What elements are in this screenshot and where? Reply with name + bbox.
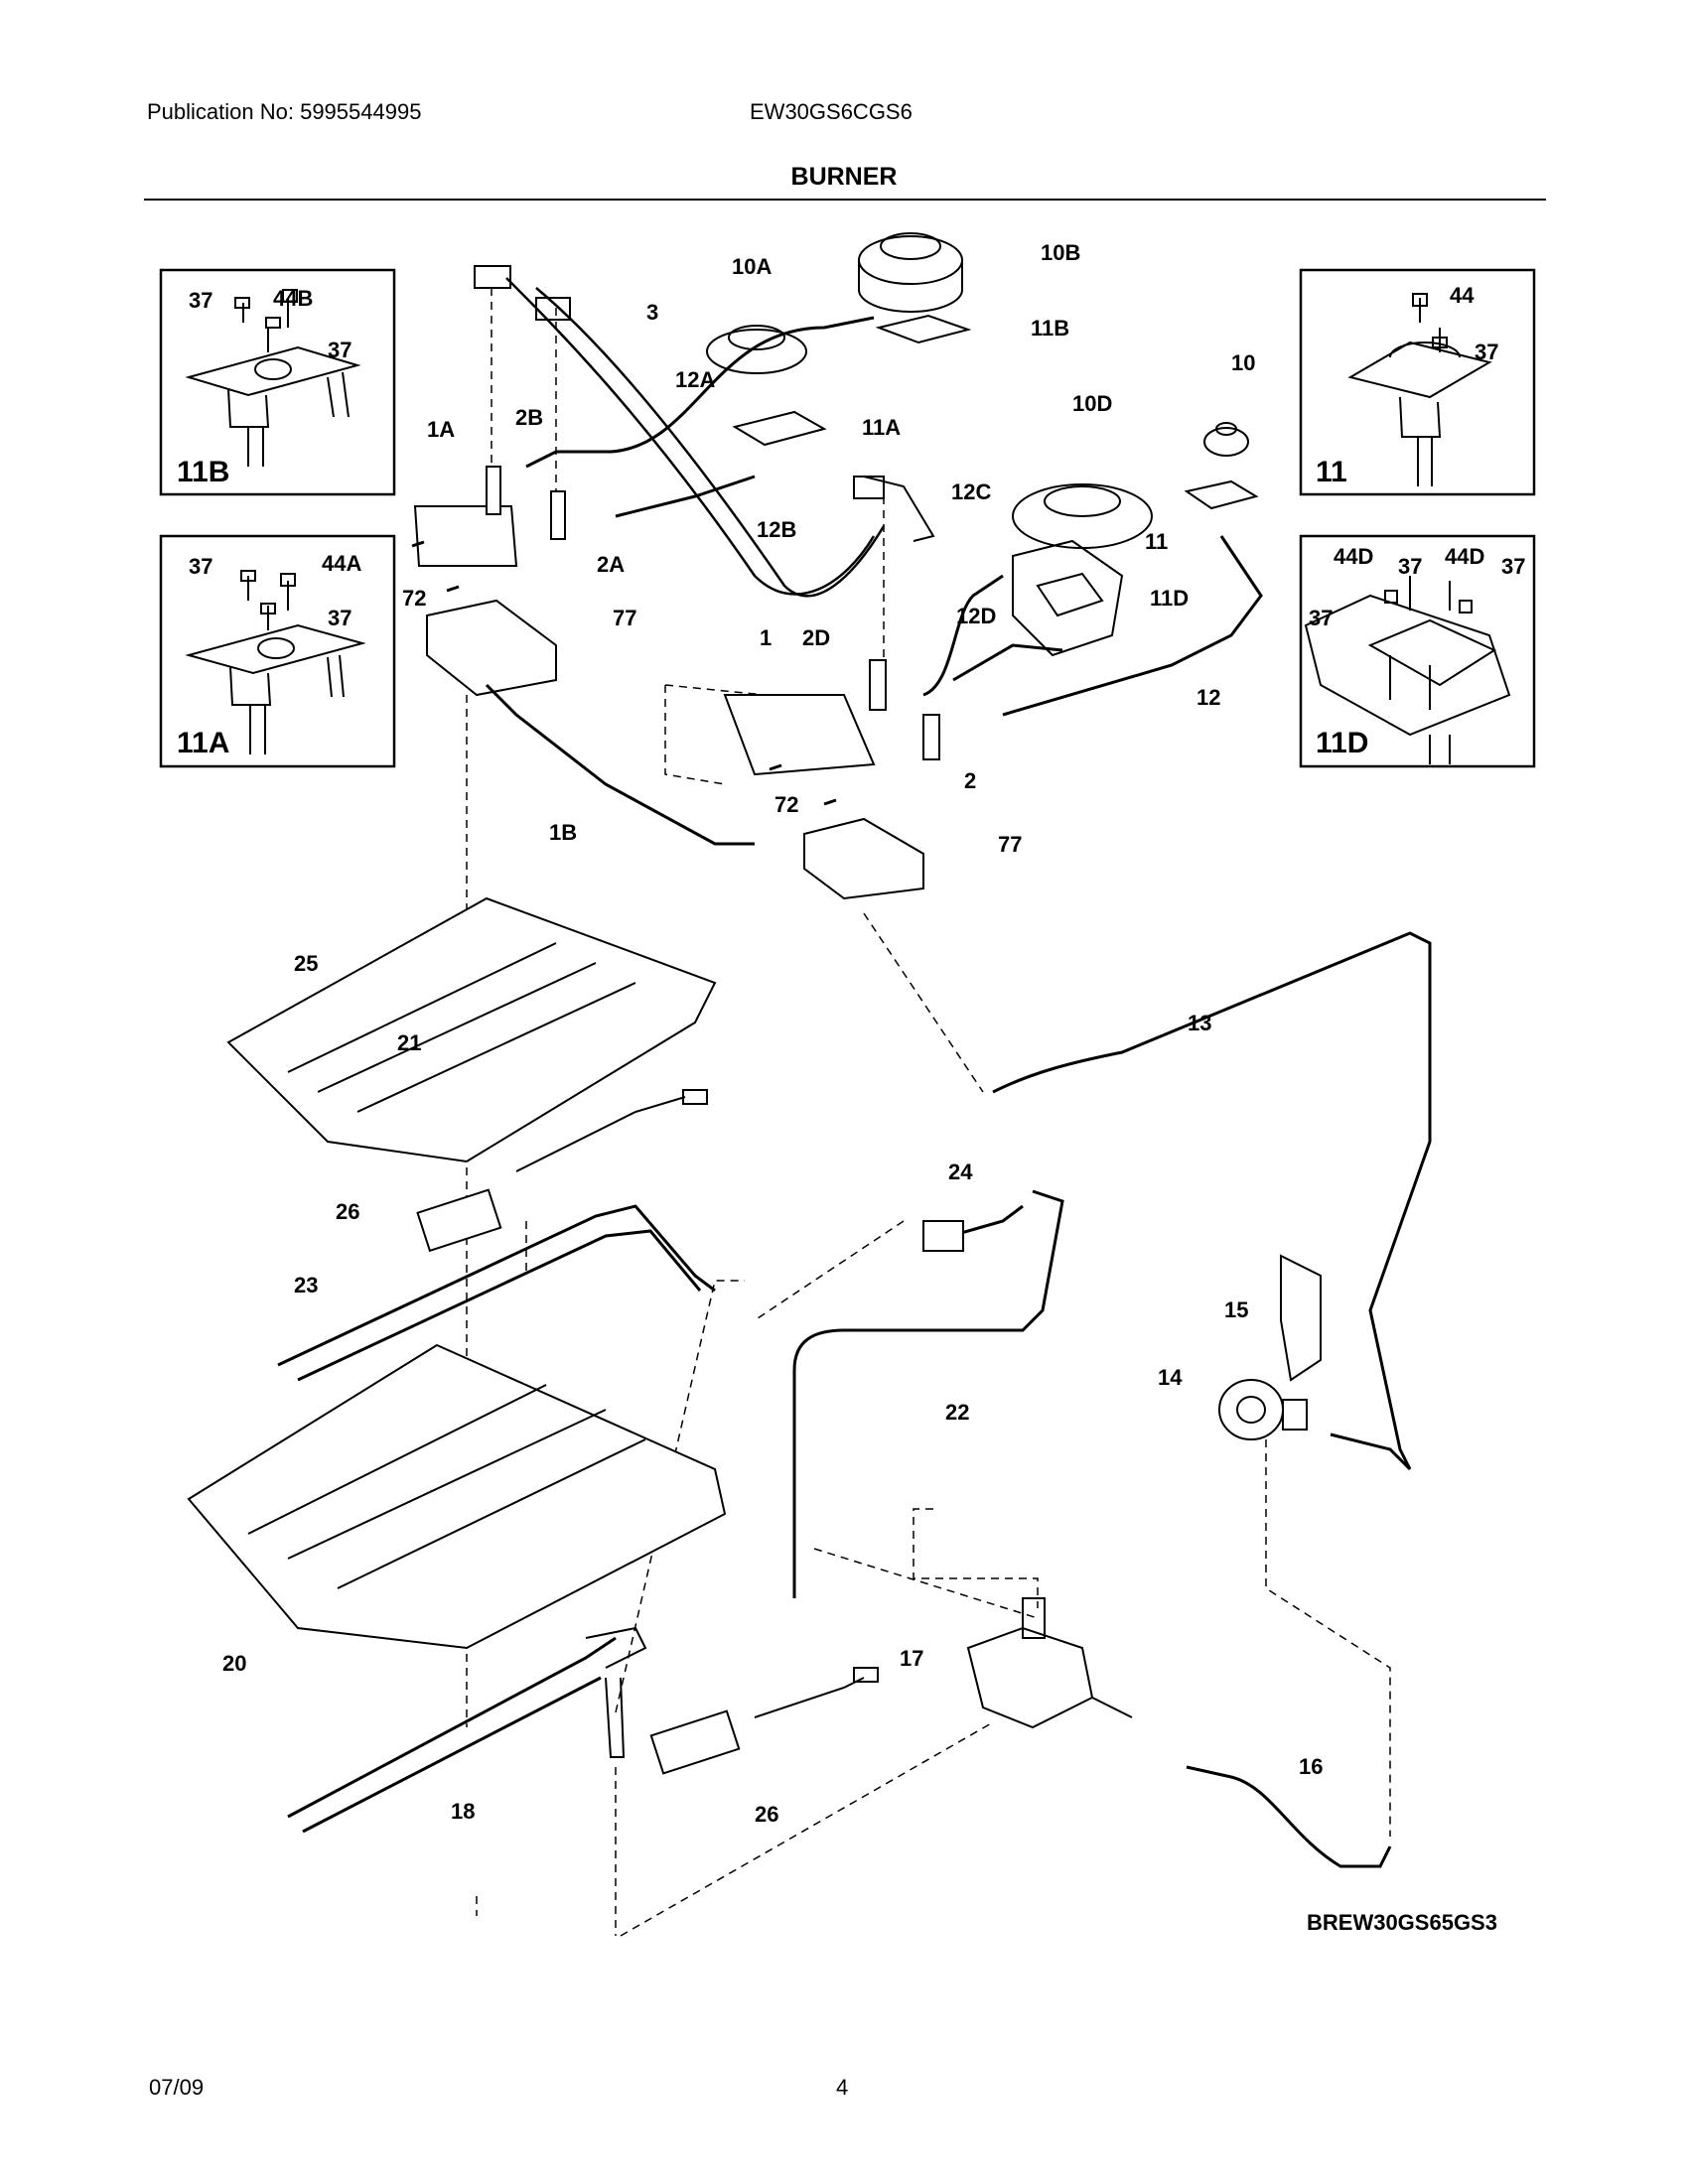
callout: 37 — [1501, 554, 1525, 579]
inset-label-11: 11 — [1316, 456, 1347, 488]
callout: 14 — [1158, 1365, 1183, 1390]
callout: 25 — [294, 951, 318, 976]
inset-11d: 11D — [1299, 534, 1536, 768]
inset-label-11b: 11B — [177, 456, 229, 488]
callout: 12B — [757, 517, 796, 542]
callout: 12C — [951, 479, 991, 504]
callout: 44 — [1450, 283, 1475, 308]
callout: 2A — [597, 552, 625, 577]
callout: 11D — [1150, 586, 1189, 611]
callout: 44D — [1445, 544, 1484, 569]
callout: 37 — [189, 554, 212, 579]
title-rule — [144, 199, 1546, 201]
callout: 37 — [1398, 554, 1422, 579]
callout: 22 — [945, 1400, 969, 1425]
inset-11b: 11B — [159, 268, 396, 496]
callout: 44A — [322, 551, 361, 576]
callout: 21 — [397, 1030, 421, 1055]
page-number: 4 — [836, 2075, 849, 2100]
inset-label-11a: 11A — [177, 727, 229, 759]
callout: 2 — [964, 768, 976, 793]
diagram-reference: BREW30GS65GS3 — [1307, 1910, 1497, 1935]
callout: 10A — [732, 254, 772, 279]
callout: 2D — [802, 625, 830, 650]
callout: 23 — [294, 1273, 318, 1297]
callout: 77 — [998, 832, 1022, 857]
footer-date: 07/09 — [149, 2075, 205, 2100]
callout: 37 — [1309, 606, 1333, 630]
callout: 26 — [336, 1199, 359, 1224]
callout: 13 — [1188, 1011, 1211, 1035]
model-number: EW30GS6CGS6 — [750, 99, 913, 124]
callout: 11 — [1145, 529, 1168, 554]
callout: 10D — [1072, 391, 1112, 416]
callout: 12 — [1196, 685, 1220, 710]
callout: 72 — [402, 586, 426, 611]
inset-11a: 11A — [159, 534, 396, 768]
callout: 11B — [1031, 316, 1069, 341]
callout: 44D — [1334, 544, 1373, 569]
callout: 10B — [1041, 240, 1080, 265]
callout: 37 — [328, 338, 352, 362]
page-title: BURNER — [790, 163, 898, 191]
callout: 1 — [760, 625, 772, 650]
callout: 2B — [515, 405, 543, 430]
callout: 17 — [900, 1646, 923, 1671]
callout: 37 — [189, 288, 212, 313]
callout: 15 — [1224, 1297, 1248, 1322]
callout: 37 — [328, 606, 352, 630]
callout: 37 — [1475, 340, 1498, 364]
oven-burner-group — [187, 896, 1432, 1868]
callout-labels: 37 44B 37 37 44A 37 44 37 44D 37 44D 37 … — [189, 240, 1525, 1827]
inset-label-11d: 11D — [1316, 727, 1368, 759]
callout: 1A — [427, 417, 455, 442]
callout: 72 — [774, 792, 798, 817]
callout: 11A — [862, 415, 901, 440]
publication-number: Publication No: 5995544995 — [147, 99, 422, 124]
callout: 12D — [956, 604, 996, 628]
callout: 26 — [755, 1802, 778, 1827]
inset-11: 11 — [1299, 268, 1536, 496]
callout: 20 — [222, 1651, 246, 1676]
callout: 1B — [549, 820, 577, 845]
callout: 10 — [1231, 350, 1255, 375]
callout: 16 — [1299, 1754, 1323, 1779]
callout: 3 — [646, 300, 658, 325]
callout: 18 — [451, 1799, 475, 1824]
callout: 77 — [613, 606, 636, 630]
callout: 44B — [273, 286, 313, 311]
callout: 24 — [948, 1160, 973, 1184]
callout: 12A — [675, 367, 715, 392]
top-burner-group — [411, 232, 1391, 1937]
